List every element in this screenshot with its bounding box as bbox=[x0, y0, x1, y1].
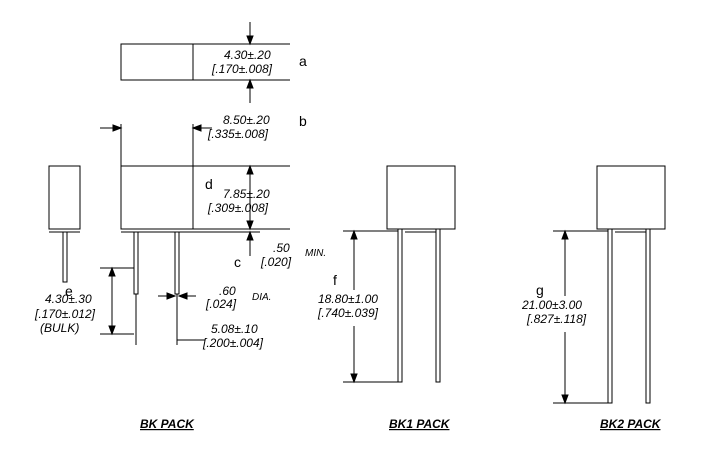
bk2-body bbox=[596, 165, 666, 230]
dim-d-metric: 7.85±.20 bbox=[223, 187, 270, 201]
bk1-body bbox=[386, 165, 456, 230]
top-view-body bbox=[120, 43, 194, 81]
dim-a-letter: a bbox=[299, 53, 307, 69]
dim-d-imperial: [.309±.008] bbox=[207, 201, 269, 215]
bk-side-body bbox=[48, 165, 81, 230]
dim-pitch-metric: 5.08±.10 bbox=[211, 322, 258, 336]
dim-b-letter: b bbox=[299, 113, 307, 129]
dim-e-metric: 4.30±.30 bbox=[45, 292, 92, 306]
dim-dia-imperial: [.024] bbox=[205, 297, 237, 311]
dim-e-imperial: [.170±.012] bbox=[34, 307, 96, 321]
bk2-leads bbox=[607, 228, 651, 404]
label-bk-pack: BK PACK bbox=[140, 417, 195, 431]
dim-d-letter: d bbox=[205, 176, 213, 192]
dim-e-letter: e bbox=[65, 283, 73, 299]
label-bk2-pack: BK2 PACK bbox=[600, 417, 662, 431]
dim-b-metric: 8.50±.20 bbox=[223, 113, 270, 127]
dim-f-imperial: [.740±.039] bbox=[317, 306, 379, 320]
dim-g-letter: g bbox=[536, 282, 544, 298]
dim-c-imperial: [.020] bbox=[260, 255, 292, 269]
dim-dia-suffix: DIA. bbox=[252, 292, 271, 303]
dim-c-metric: .50 bbox=[273, 241, 290, 255]
dim-pitch-imperial: [.200±.004] bbox=[202, 336, 264, 350]
label-bk1-pack: BK1 PACK bbox=[389, 417, 451, 431]
dim-b-imperial: [.335±.008] bbox=[207, 127, 269, 141]
bk-leads bbox=[133, 231, 180, 340]
dim-c-letter: c bbox=[234, 254, 241, 270]
dim-c-suffix: MIN. bbox=[305, 248, 326, 259]
dim-e-note: (BULK) bbox=[40, 321, 79, 335]
dim-a-imperial: [.170±.008] bbox=[211, 62, 273, 76]
bk-body bbox=[120, 165, 194, 230]
dim-f-metric: 18.80±1.00 bbox=[318, 292, 378, 306]
dim-a-metric: 4.30±.20 bbox=[224, 48, 271, 62]
dim-g-imperial: [.827±.118] bbox=[526, 312, 587, 326]
dim-dia-metric: .60 bbox=[219, 284, 236, 298]
bk1-leads bbox=[397, 228, 441, 383]
dim-g-metric: 21.00±3.00 bbox=[521, 298, 582, 312]
dim-f-letter: f bbox=[333, 272, 337, 288]
